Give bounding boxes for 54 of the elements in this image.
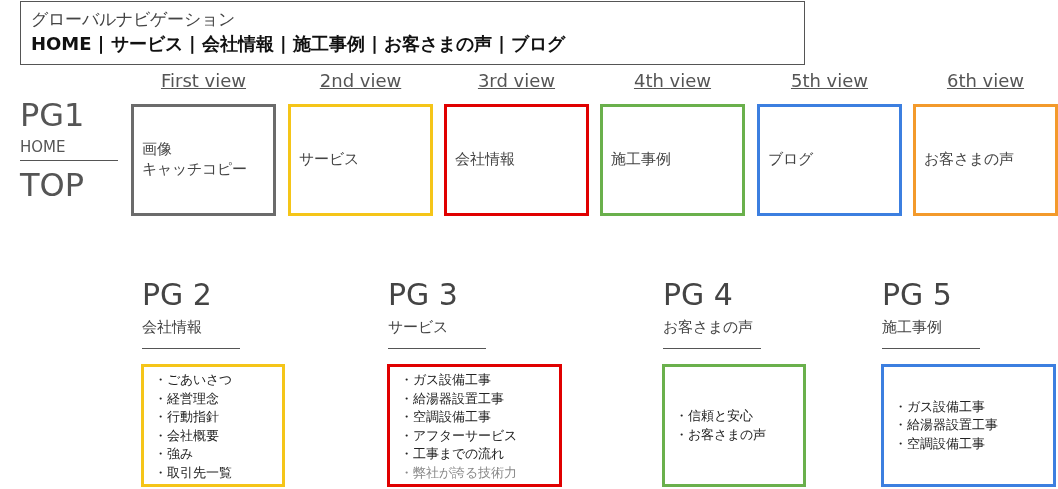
page-label: PG1 — [20, 96, 85, 134]
list-item: ・給湯器設置工事 — [400, 389, 504, 408]
view-box — [913, 104, 1058, 216]
list-item: ・取引先一覧 — [154, 463, 232, 482]
list-item: ・ガス設備工事 — [400, 371, 491, 389]
view-box — [288, 104, 433, 216]
box-text: 施工事例 — [611, 150, 671, 169]
view-box — [757, 104, 902, 216]
list-item: ・工事までの流れ — [400, 445, 504, 463]
page-subtitle: 会社情報 — [142, 318, 202, 337]
page-subtitle: 施工事例 — [882, 318, 942, 337]
page-heading: PG 3 — [388, 277, 458, 312]
view-box — [600, 104, 745, 216]
content-box — [387, 364, 562, 487]
view-label: 6th view — [945, 70, 1026, 91]
view-label: 4th view — [632, 70, 713, 91]
content-box — [881, 364, 1056, 487]
list-item: ・ガス設備工事 — [894, 397, 985, 416]
content-box — [141, 364, 285, 487]
view-label: 3rd view — [476, 70, 557, 91]
view-label: 5th view — [789, 70, 870, 91]
box-text: 画像 — [142, 140, 172, 159]
view-box — [131, 104, 276, 216]
list-item: ・強み — [154, 445, 193, 463]
list-item: ・会社概要 — [154, 426, 219, 445]
list-item: ・給湯器設置工事 — [894, 416, 998, 435]
view-box — [444, 104, 589, 216]
page-heading: PG 4 — [663, 277, 733, 312]
list-item: ・空調設備工事 — [894, 434, 985, 453]
box-text: お客さまの声 — [924, 150, 1014, 169]
list-item: ・行動指針 — [154, 408, 219, 426]
list-item: ・アフターサービス — [400, 426, 517, 445]
page-heading: PG 2 — [142, 277, 212, 312]
list-item: ・経営理念 — [154, 389, 219, 408]
list-item: ・お客さまの声 — [675, 425, 766, 444]
content-box — [662, 364, 806, 487]
box-text: サービス — [299, 150, 359, 169]
navigation-box — [20, 1, 805, 65]
view-label: 2nd view — [318, 70, 403, 91]
page-label: HOME — [20, 138, 66, 156]
box-text: キャッチコピー — [142, 160, 247, 179]
heading-text: グローバルナビゲーション — [31, 8, 235, 31]
page-label: TOP — [20, 166, 85, 204]
box-text: 会社情報 — [455, 150, 515, 169]
nav-links-text: HOME | サービス | 会社情報 | 施工事例 | お客さまの声 | ブログ — [31, 32, 566, 56]
list-item: ・弊社が誇る技術力 — [400, 463, 517, 482]
list-item: ・空調設備工事 — [400, 408, 491, 426]
page-heading: PG 5 — [882, 277, 952, 312]
box-text: ブログ — [768, 150, 813, 169]
page-subtitle: お客さまの声 — [663, 318, 753, 337]
view-label: First view — [159, 70, 248, 91]
page-subtitle: サービス — [388, 318, 448, 337]
list-item: ・信頼と安心 — [675, 407, 753, 425]
list-item: ・ごあいさつ — [154, 371, 232, 389]
